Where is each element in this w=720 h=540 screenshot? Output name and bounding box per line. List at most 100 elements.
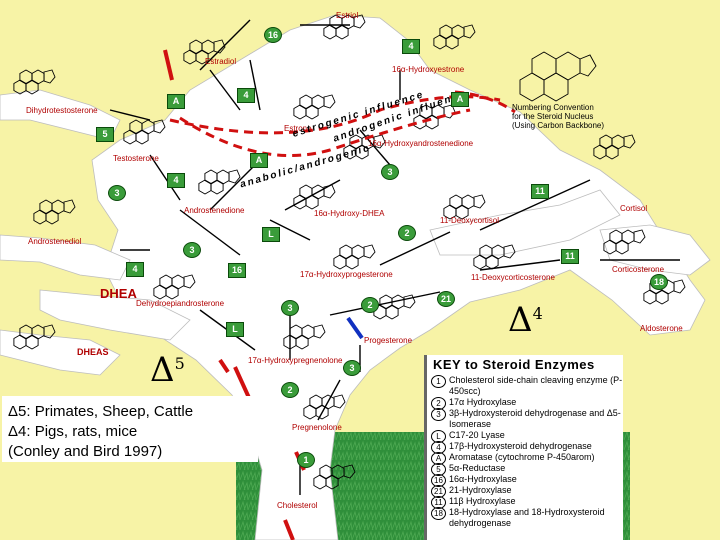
steroid-glyph bbox=[303, 394, 346, 420]
label-dehydroepiandrosterone: Dehydroepiandrosterone bbox=[136, 299, 225, 308]
key-text: 17β-Hydroxysteroid dehydrogenase bbox=[449, 441, 592, 451]
label-11-deoxycorticosterone: 11-Deoxycorticosterone bbox=[471, 273, 555, 282]
influence-curves bbox=[169, 95, 501, 157]
key-title: KEY to Steroid Enzymes bbox=[433, 357, 595, 372]
label-dhea: DHEA bbox=[100, 286, 137, 301]
enzyme-marker: 18 bbox=[650, 274, 668, 290]
steroid-glyph bbox=[343, 134, 386, 160]
label-androstenedione: Androstenedione bbox=[184, 206, 245, 215]
steroid-glyph bbox=[13, 324, 56, 350]
label-17a-hydroxyprogesterone: 17α-Hydroxyprogesterone bbox=[300, 270, 393, 279]
enzyme-marker: 4 bbox=[402, 39, 420, 54]
steroid-glyph bbox=[313, 464, 356, 490]
species-line-3: (Conley and Bird 1997) bbox=[8, 443, 163, 460]
steroid-glyph bbox=[603, 229, 646, 255]
label-estrone: Estrone bbox=[284, 124, 312, 133]
label-16a-hydroxyandrostenedione: 16α-Hydroxyandrostenedione bbox=[368, 139, 474, 148]
label-numbering-2: for the Steroid Nucleus bbox=[512, 112, 594, 121]
key-code: 1 bbox=[431, 375, 446, 388]
label-11-deoxycortisol: 11-Deoxycortisol bbox=[440, 216, 499, 225]
species-line-2: Δ4: Pigs, rats, mice bbox=[8, 423, 138, 440]
enzyme-marker: 4 bbox=[126, 262, 144, 277]
steroid-glyph bbox=[123, 119, 166, 145]
blue-marker bbox=[346, 316, 364, 340]
enzyme-marker: 16 bbox=[228, 263, 246, 278]
enzyme-marker: 2 bbox=[398, 225, 416, 241]
steroid-glyph bbox=[433, 24, 476, 50]
species-note: Δ5: Primates, Sheep, Cattle Δ4: Pigs, ra… bbox=[2, 396, 258, 462]
key-text: 21-Hydroxylase bbox=[449, 485, 512, 495]
steroid-glyph bbox=[593, 134, 636, 160]
label-pregnenolone: Pregnenolone bbox=[292, 423, 342, 432]
key-text: 11β Hydroxylase bbox=[449, 496, 516, 506]
enzyme-marker: 4 bbox=[167, 173, 185, 188]
steroid-glyph bbox=[293, 94, 336, 120]
label-16a-hydroxy-dhea: 16α-Hydroxy-DHEA bbox=[314, 209, 385, 218]
enzyme-marker: 21 bbox=[437, 291, 455, 307]
enzyme-marker: 4 bbox=[237, 88, 255, 103]
steroid-glyph bbox=[443, 194, 486, 220]
label-testosterone: Testosterone bbox=[113, 154, 159, 163]
enzyme-marker: 3 bbox=[343, 360, 361, 376]
numbering-template bbox=[519, 51, 597, 102]
key-text: Cholesterol side-chain cleaving enzyme (… bbox=[449, 375, 623, 396]
enzyme-marker: 11 bbox=[561, 249, 579, 264]
enzyme-marker: L bbox=[262, 227, 280, 242]
label-estradiol: Estradiol bbox=[205, 57, 237, 66]
label-corticosterone: Corticosterone bbox=[612, 265, 665, 274]
steroid-glyph bbox=[198, 169, 241, 195]
steroid-glyph bbox=[33, 199, 76, 225]
steroid-glyph bbox=[333, 244, 376, 270]
steroid-glyph bbox=[183, 39, 226, 65]
steroid-glyph bbox=[323, 14, 366, 40]
key-text: C17-20 Lyase bbox=[449, 430, 505, 440]
label-numbering-1: Numbering Convention bbox=[512, 103, 594, 112]
pathway-arrows bbox=[109, 19, 680, 495]
enzyme-marker: 3 bbox=[183, 242, 201, 258]
label-cortisol: Cortisol bbox=[620, 204, 648, 213]
key-text: 17α Hydroxylase bbox=[449, 397, 517, 407]
key-text: 18-Hydroxylase and 18-Hydroxysteroid deh… bbox=[449, 507, 605, 528]
label-numbering-3: (Using Carbon Backbone) bbox=[512, 121, 605, 130]
label-dheas: DHEAS bbox=[77, 347, 109, 357]
key-text: Aromatase (cytochrome P-450arom) bbox=[449, 452, 595, 462]
enzyme-marker: 3 bbox=[381, 164, 399, 180]
label-estriol: Estriol bbox=[336, 11, 359, 20]
enzyme-marker: 5 bbox=[96, 127, 114, 142]
label-16a-hydroxyestrone: 16α-Hydroxyestrone bbox=[392, 65, 465, 74]
label-17a-hydroxypregnenolone: 17α-Hydroxypregnenolone bbox=[248, 356, 343, 365]
steroid-glyph bbox=[153, 274, 196, 300]
species-line-1: Δ5: Primates, Sheep, Cattle bbox=[8, 403, 194, 420]
key-code: 18 bbox=[431, 507, 446, 520]
enzyme-marker: 3 bbox=[108, 185, 126, 201]
label-cholesterol: Cholesterol bbox=[277, 501, 318, 510]
enzyme-marker: A bbox=[451, 92, 469, 107]
key-code: 3 bbox=[431, 408, 446, 421]
key-text: 5α-Reductase bbox=[449, 463, 506, 473]
enzyme-marker: 2 bbox=[361, 297, 379, 313]
enzyme-marker: A bbox=[250, 153, 268, 168]
enzyme-marker: 1 bbox=[297, 452, 315, 468]
key-text: 16α-Hydroxylase bbox=[449, 474, 517, 484]
label-progesterone: Progesterone bbox=[364, 336, 413, 345]
enzyme-marker: 3 bbox=[281, 300, 299, 316]
enzyme-marker: L bbox=[226, 322, 244, 337]
label-aldosterone: Aldosterone bbox=[640, 324, 683, 333]
enzyme-marker: 2 bbox=[281, 382, 299, 398]
enzyme-marker: A bbox=[167, 94, 185, 109]
steroid-glyph bbox=[13, 69, 56, 95]
steroid-glyph bbox=[373, 294, 416, 320]
delta5-symbol: Δ5 bbox=[150, 350, 185, 390]
